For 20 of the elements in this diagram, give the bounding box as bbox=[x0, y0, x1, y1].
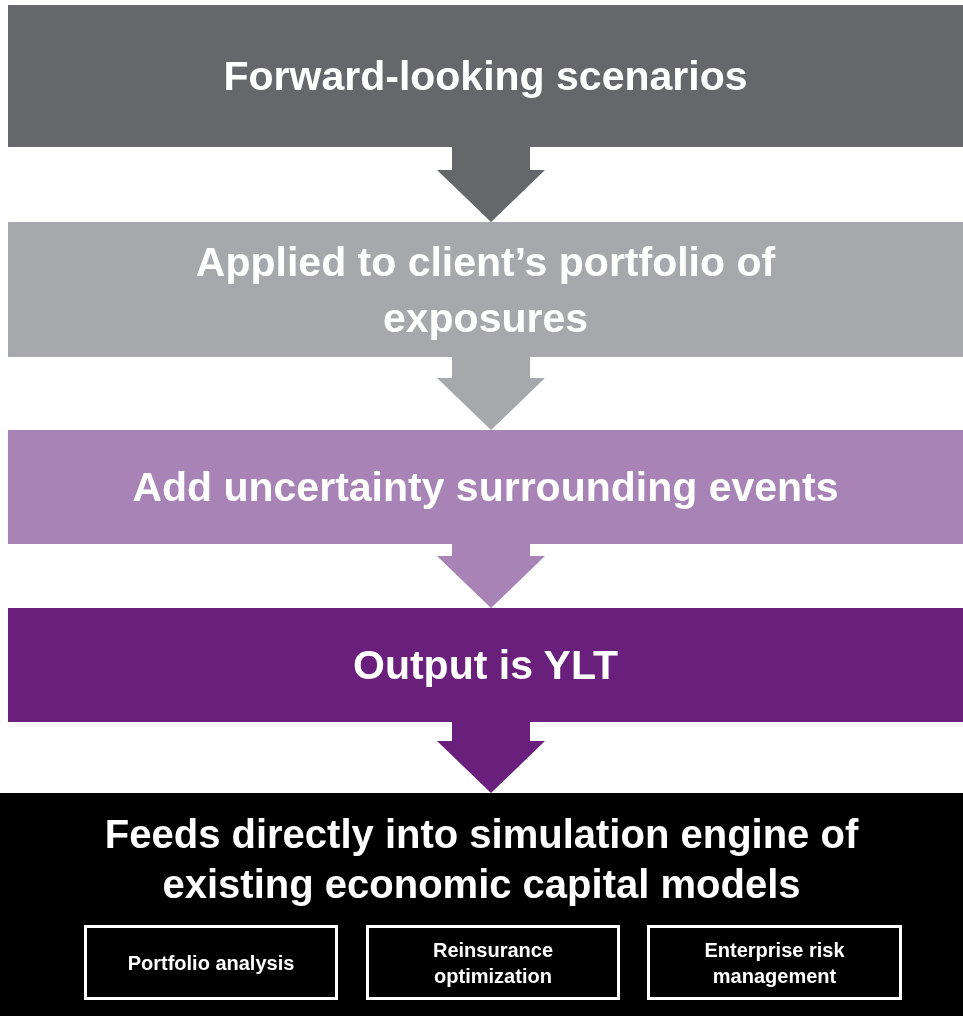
box-text: Portfolio analysis bbox=[126, 950, 296, 976]
process-box bbox=[84, 925, 338, 1000]
box-text: Add uncertainty surrounding events bbox=[131, 463, 840, 511]
process-box bbox=[366, 925, 620, 1000]
box-text: Reinsurance optimization bbox=[431, 937, 555, 989]
process-box bbox=[0, 793, 963, 1016]
process-box bbox=[8, 5, 963, 147]
block-arrow bbox=[437, 544, 545, 608]
box-text: Feeds directly into simulation engine of existing economic capital models bbox=[103, 811, 860, 908]
box-text: Output is YLT bbox=[352, 641, 619, 689]
block-arrow bbox=[437, 357, 545, 430]
block-arrow bbox=[437, 722, 545, 793]
box-text: Enterprise risk management bbox=[703, 937, 846, 989]
process-box bbox=[647, 925, 902, 1000]
process-box bbox=[8, 608, 963, 722]
box-text: Forward-looking scenarios bbox=[222, 52, 749, 100]
block-arrow bbox=[437, 147, 545, 222]
box-text: Applied to client’s portfolio of exposures bbox=[194, 237, 777, 343]
process-box bbox=[8, 430, 963, 544]
process-box bbox=[8, 222, 963, 357]
